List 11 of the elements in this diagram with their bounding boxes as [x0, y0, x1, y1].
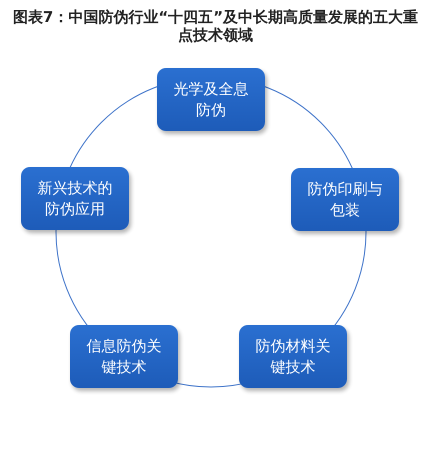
node-label: 防伪材料关键技术 — [254, 336, 332, 378]
node-label: 新兴技术的防伪应用 — [36, 178, 114, 220]
node-label: 防伪印刷与包装 — [306, 178, 384, 220]
process-box — [291, 168, 399, 231]
node-label: 光学及全息防伪 — [172, 78, 250, 120]
title: 图表7：中国防伪行业“十四五”及中长期高质量发展的五大重点技术领域 — [12, 8, 420, 44]
node-label: 信息防伪关键技术 — [86, 336, 162, 378]
process-box — [70, 325, 178, 388]
process-box — [157, 68, 265, 131]
process-box — [21, 167, 129, 230]
process-box — [239, 325, 347, 388]
